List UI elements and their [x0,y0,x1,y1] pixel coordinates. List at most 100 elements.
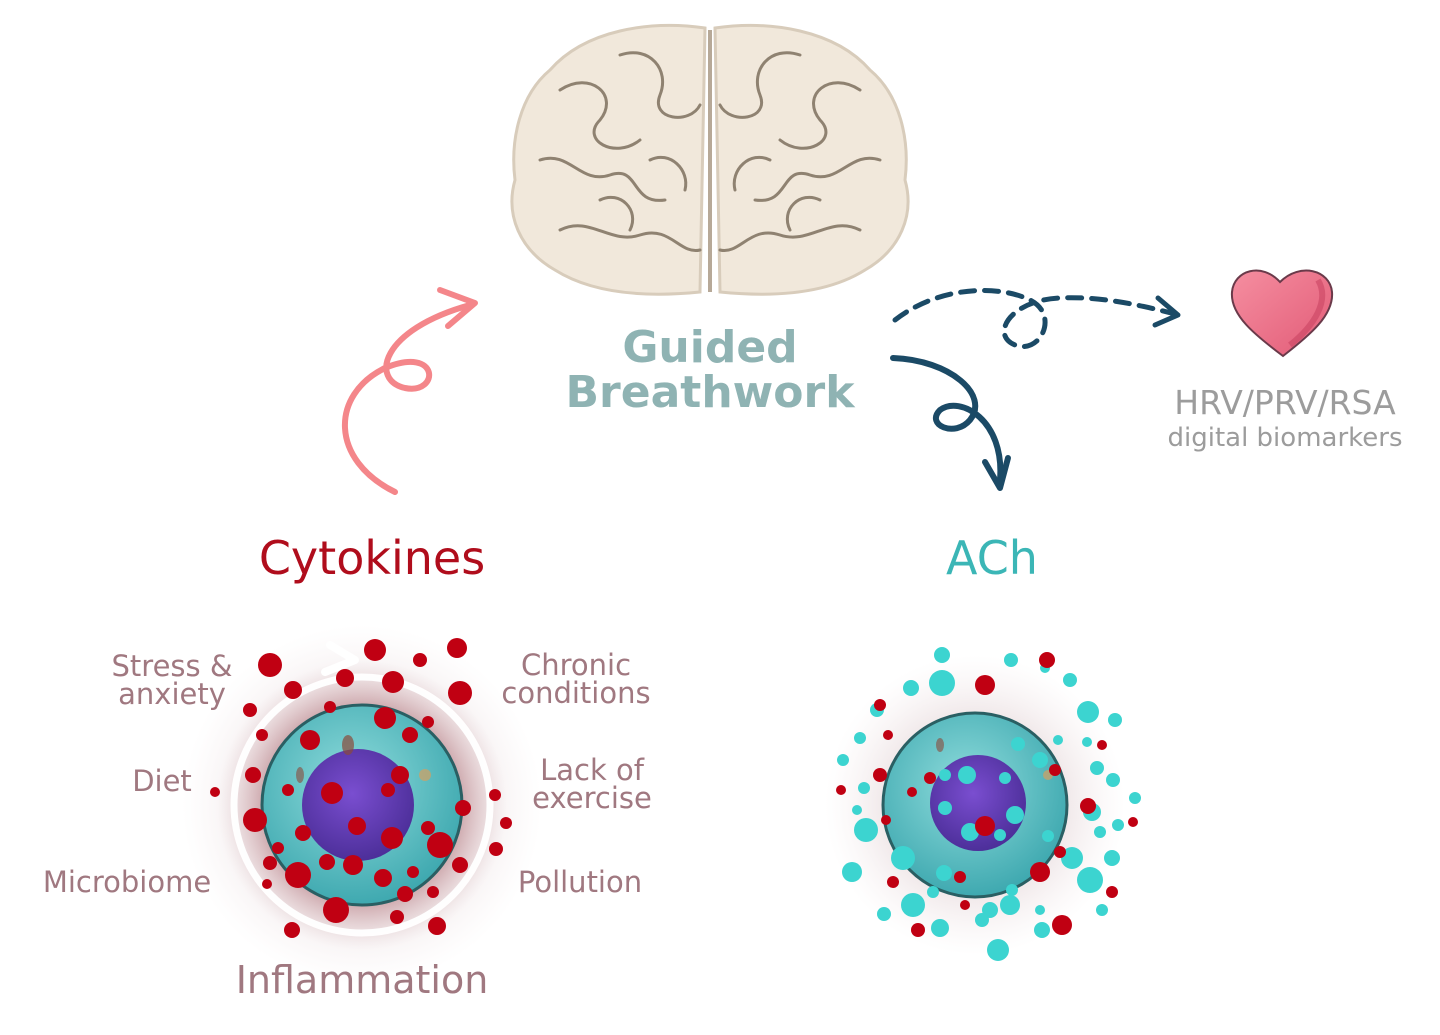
cytokine-particle [295,825,311,841]
cytokine-particle [448,681,472,705]
cytokine-particle [381,827,403,849]
ach-particle [934,647,950,663]
cytokine-particle [374,869,392,887]
cytokines-title: Cytokines [259,531,485,585]
ach-particle [901,893,925,917]
hrv-label: HRV/PRV/RSA [1174,383,1396,422]
ach-particle [938,801,952,815]
ach-particle [931,919,949,937]
cytokine-particle [427,832,453,858]
ach-particle [1063,673,1077,687]
ach-particle [1094,826,1106,838]
cytokine-particle [243,703,257,717]
cytokine-particle [390,910,404,924]
ach-particle [987,939,1009,961]
ach-particle [1090,761,1104,775]
cytokine-particle [258,653,282,677]
ach-particle [939,769,951,781]
title-line-1: Guided [622,322,797,373]
cytokine-particle [391,766,409,784]
ach-particle [1000,895,1020,915]
ach-cell [825,655,1125,955]
cytokine-particle [413,653,427,667]
cytokine-particle [924,772,936,784]
cytokine-particle [1030,862,1050,882]
cytokine-particle [1128,817,1138,827]
cytokine-particle [911,923,925,937]
factor-stress-1: Stress & [112,649,233,683]
ach-particle [929,670,955,696]
ach-particle [837,754,849,766]
cytokine-particle [447,638,467,658]
cytokine-particle [300,730,320,750]
cytokine-particle [210,787,220,797]
cytokine-particle [975,675,995,695]
cycle-arrowhead [321,641,359,676]
cytokine-particle [428,917,446,935]
cytokine-particle [262,879,272,889]
cytokine-particle [836,785,846,795]
ach-particle [1006,806,1024,824]
cytokine-particle [907,787,917,797]
ach-particle [1077,867,1103,893]
ach-particle [961,823,979,841]
factor-stress-2: anxiety [118,677,226,711]
cytokine-particle [243,808,267,832]
ach-particle [858,782,870,794]
ach-particle [1061,847,1083,869]
ach-particle [1004,653,1018,667]
cytokine-particle [883,730,893,740]
cytokine-particle [960,900,970,910]
brain-icon [510,23,910,296]
cytokine-particle [1080,798,1096,814]
cytokine-particle [1097,740,1107,750]
cytokine-particle [285,862,311,888]
cytokine-particle [887,876,899,888]
factor-chronic-2: conditions [501,676,650,710]
cytokine-particle [873,768,887,782]
cytokine-particle [975,816,995,836]
ach-particle [1006,884,1018,896]
cytokine-particle [397,886,413,902]
cytokine-particle [874,699,886,711]
cytokine-particles [210,638,512,938]
ach-particle [975,913,989,927]
navy-dashed-arrow [892,287,1178,350]
cytokine-particle [422,716,434,728]
navy-loop-arrow [890,355,1011,491]
ach-particle [1034,922,1050,938]
ach-particle [852,805,862,815]
cytokine-particle [1052,915,1072,935]
cytokine-particle [272,842,284,854]
cytokine-particle [489,789,501,801]
factor-lack-1: Lack of [540,753,645,787]
ach-particle [1096,904,1108,916]
cycle-ring [230,673,494,937]
ach-particle [877,907,891,921]
ach-particle [1053,735,1063,745]
ach-particle [1104,850,1120,866]
cytokine-particle [348,817,366,835]
ach-particle [1112,819,1124,831]
ach-particle [999,772,1011,784]
cytokine-particle [381,783,395,797]
factor-pollution: Pollution [518,865,642,899]
cytokine-particle [282,784,294,796]
cytokine-particle [452,857,468,873]
factor-lack-2: exercise [532,781,652,815]
factor-microbiome: Microbiome [43,865,211,899]
ach-particle [1011,737,1025,751]
ach-particles [836,647,1141,961]
inflammation-label: Inflammation [236,958,489,1002]
cytokine-particle [421,821,435,835]
cytokine-particle [374,707,396,729]
ach-particle [1035,905,1045,915]
cytokine-particle [1039,652,1055,668]
digital-biomarkers-label: digital biomarkers [1167,423,1402,453]
cytokine-particle [321,782,343,804]
ach-particle [903,680,919,696]
cytokine-particle [407,866,419,878]
navy-dashed-arrowhead [1152,295,1181,328]
cytokine-particle [954,871,966,883]
